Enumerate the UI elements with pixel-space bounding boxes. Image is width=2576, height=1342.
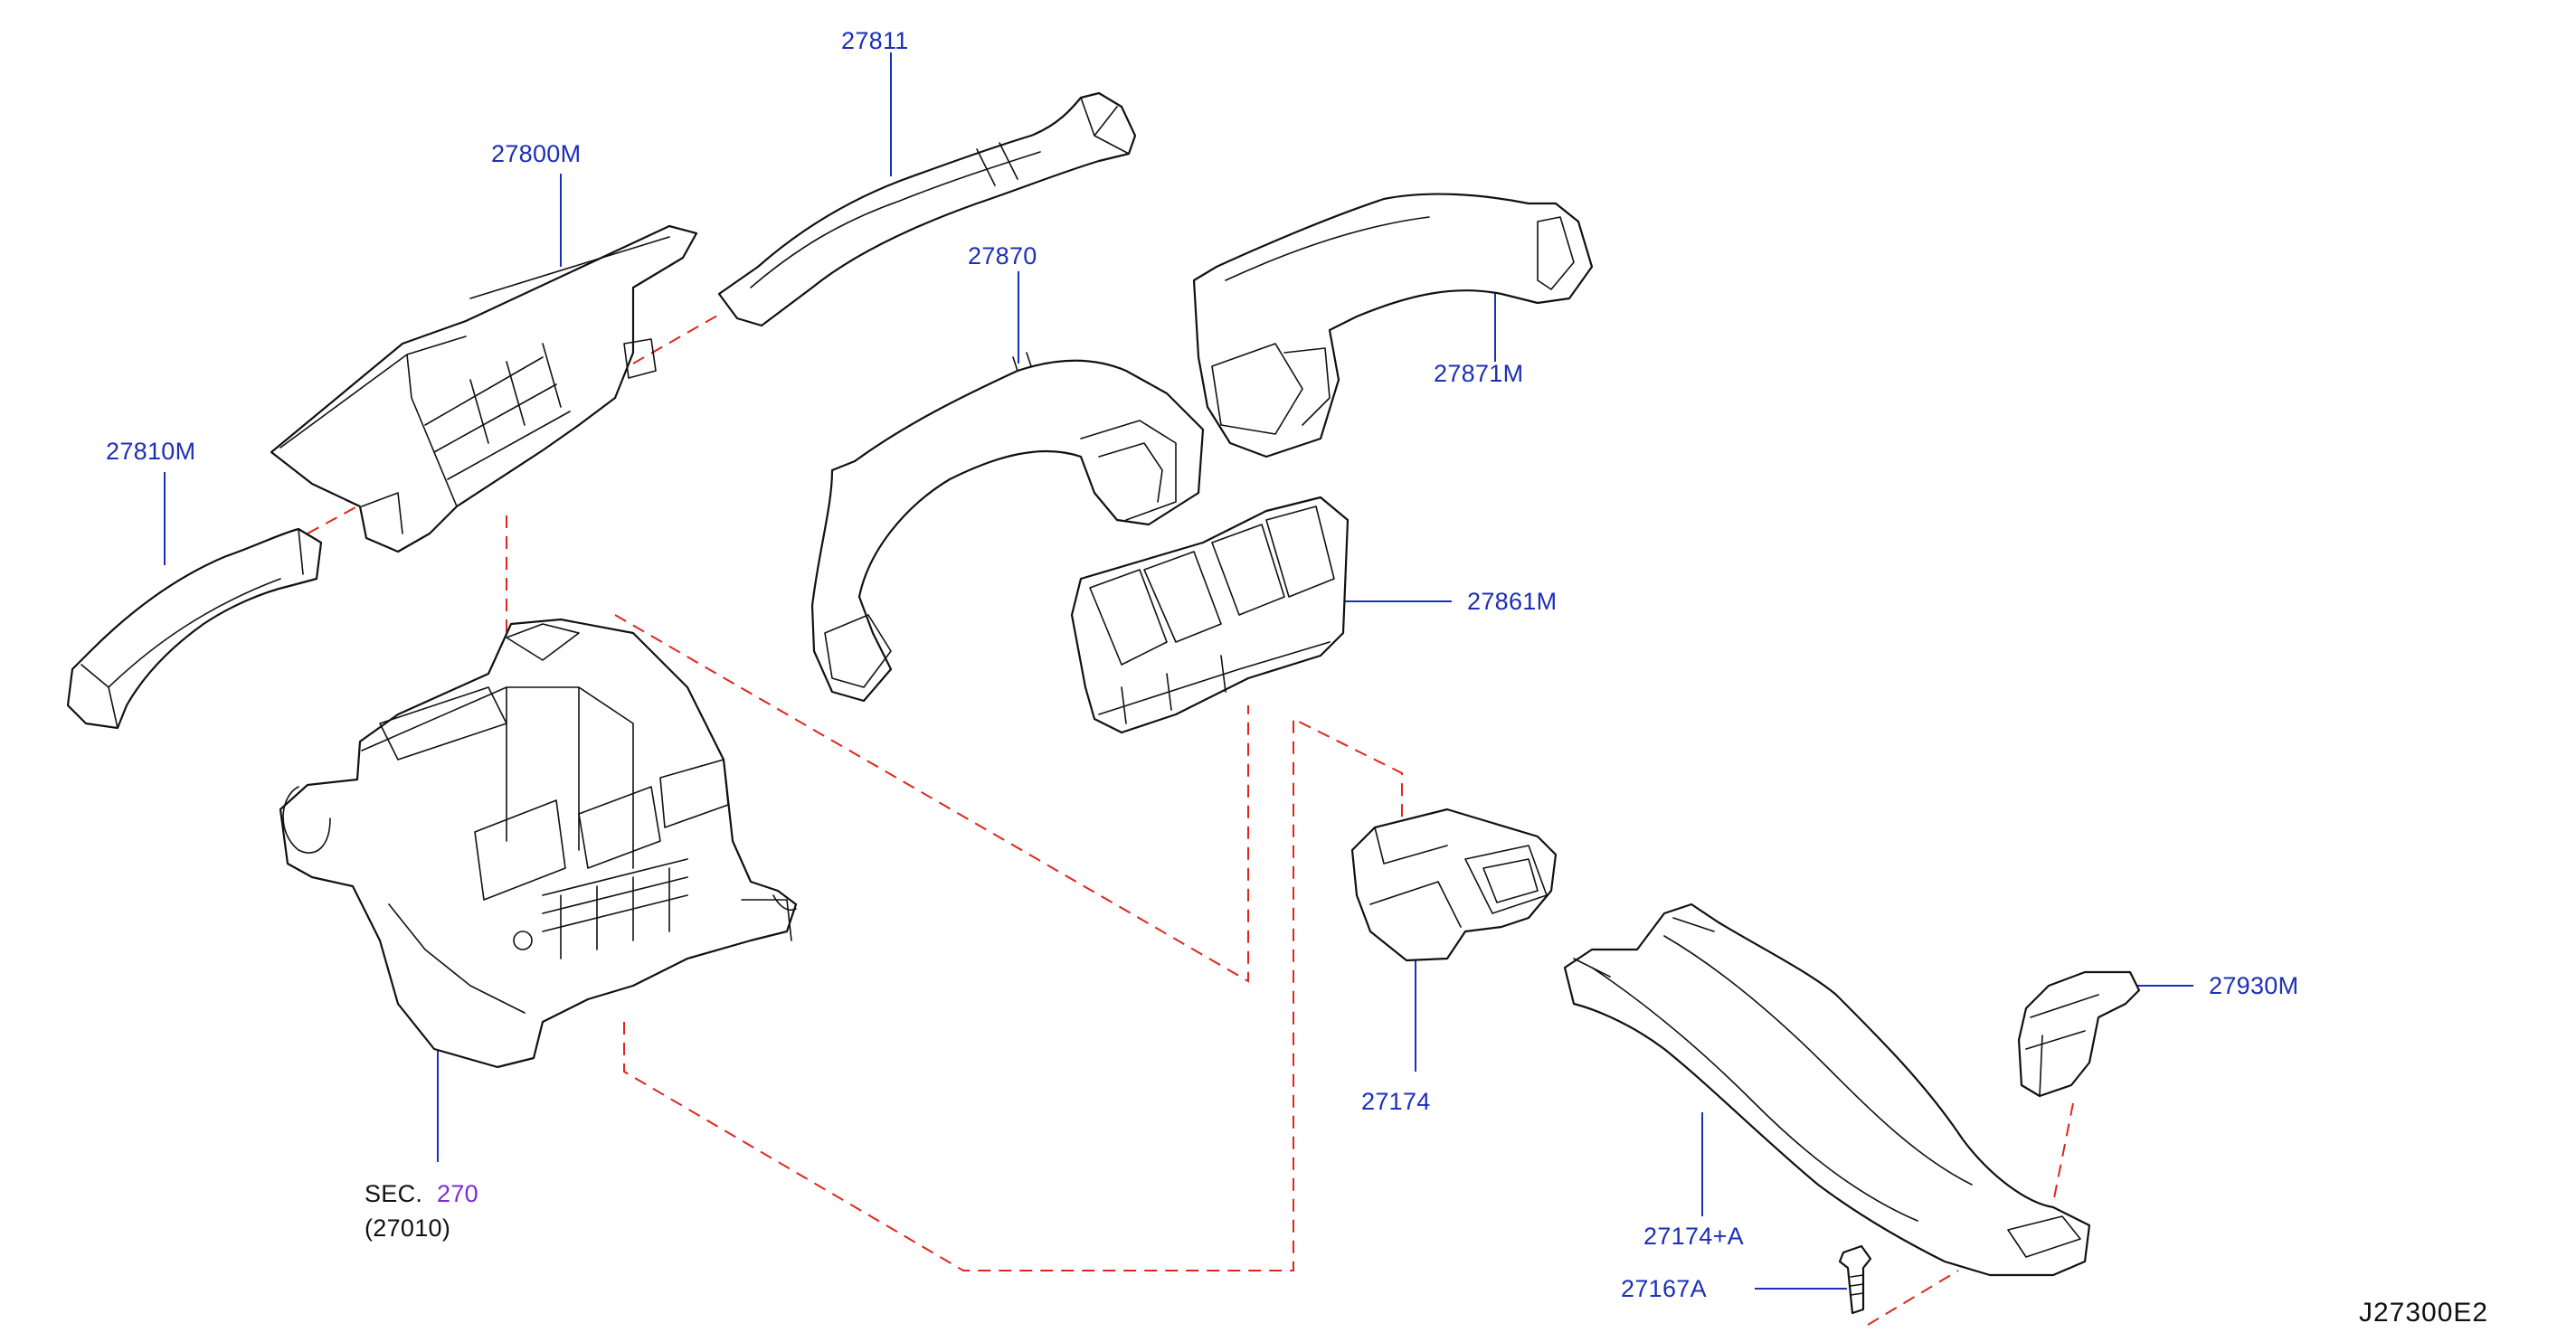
clip-27167A-body [1838,1244,1872,1315]
connector-27810M-27800M [307,506,358,534]
nozzle-27174-outlet [1464,845,1548,914]
callout-27871M[interactable]: 27871M [1434,360,1524,387]
duct-27871M-crease [1225,216,1430,281]
duct-27810M [66,527,323,730]
section-sub-reference: (27010) [365,1214,451,1242]
nozzle-27174-edges [1369,827,1462,928]
grille-27861M [1070,496,1350,734]
duct-27871M-body [1192,193,1594,458]
heater-unit-hose [741,894,797,941]
heater-unit-vent-front [474,799,566,901]
heater-unit-vent-mid [578,786,661,869]
heater-unit-pipes [388,903,526,1014]
nozzle-27800M-outlet [623,338,657,379]
duct-27810M-edges [80,528,304,729]
heater-unit-assembly [279,618,798,1069]
duct-27174A-outlet [2007,1215,2081,1258]
duct-27930M [2017,970,2141,1098]
callout-27800M[interactable]: 27800M [491,140,582,167]
section-reference-link[interactable]: SEC. 270 [365,1180,478,1207]
connector-27930M-27174A [2052,1102,2074,1204]
heater-unit-top-outlet [379,686,507,761]
duct-27871M-end-outlet [1537,216,1575,290]
duct-27811-band [976,142,1018,186]
heater-unit-outline [279,618,798,1069]
connector-27800M-27811 [632,311,724,364]
heater-unit-motor [282,786,331,854]
nozzle-27174 [1350,808,1558,962]
duct-27174A-body [1563,903,2091,1277]
nozzle-27174-body [1350,808,1558,962]
heater-unit-defrost-outlet [506,623,580,661]
clip-27167A-threads [1850,1274,1864,1296]
connector-27167A-27174A [1867,1270,1959,1326]
nozzle-27800M-port [361,492,403,534]
duct-27174A-inlets [1573,917,1715,978]
duct-27870-lower-outlet [824,614,892,688]
callout-27810M[interactable]: 27810M [106,438,196,465]
duct-27870-clip [1012,352,1032,372]
duct-27870-outlet [1080,420,1177,521]
duct-27174A [1563,903,2091,1277]
nozzle-27800M-edges [279,236,670,507]
nozzle-27800M-body [270,224,698,553]
diagram-reference-code: J27300E2 [2359,1298,2489,1328]
callout-27174[interactable]: 27174 [1361,1088,1431,1115]
duct-27871M-outlets [1211,343,1331,435]
duct-27810M-body [66,527,323,730]
heater-unit-fastener [513,931,533,950]
grille-27861M-right-louvers [1211,506,1335,616]
connector-heater-27174 [623,717,1403,1271]
duct-27930M-edges [2025,994,2099,1097]
dashed-connectors [307,311,2074,1326]
clip-27167A [1838,1244,1872,1315]
heater-unit-grid [542,858,688,959]
heater-unit-vent-side [659,759,729,828]
nozzle-27800M-ribs [424,343,571,480]
grille-27861M-base [1098,641,1331,724]
duct-27811-body [717,91,1137,327]
callout-27870[interactable]: 27870 [968,242,1037,269]
nozzle-27800M [270,224,698,553]
section-prefix: SEC. [365,1180,423,1207]
callout-27174A[interactable]: 27174+A [1643,1223,1744,1250]
duct-27870-body [810,359,1205,703]
callout-27167A[interactable]: 27167A [1621,1275,1707,1302]
grille-27861M-body [1070,496,1350,734]
callout-27861M[interactable]: 27861M [1467,588,1558,615]
heater-unit-panel-lines [361,686,634,869]
duct-27811 [717,91,1137,327]
duct-27811-end [1080,97,1130,155]
connector-heater-27861M [614,614,1249,983]
callout-27811[interactable]: 27811 [841,27,909,54]
duct-27811-crease [750,151,1041,288]
callout-27930M[interactable]: 27930M [2209,972,2299,999]
duct-27870 [810,352,1205,703]
grille-27861M-left-louvers [1089,551,1222,666]
duct-27871M [1192,193,1594,458]
duct-27174A-ribs [1591,935,1973,1222]
duct-27930M-body [2017,970,2141,1098]
section-number-link[interactable]: 270 [437,1180,478,1207]
